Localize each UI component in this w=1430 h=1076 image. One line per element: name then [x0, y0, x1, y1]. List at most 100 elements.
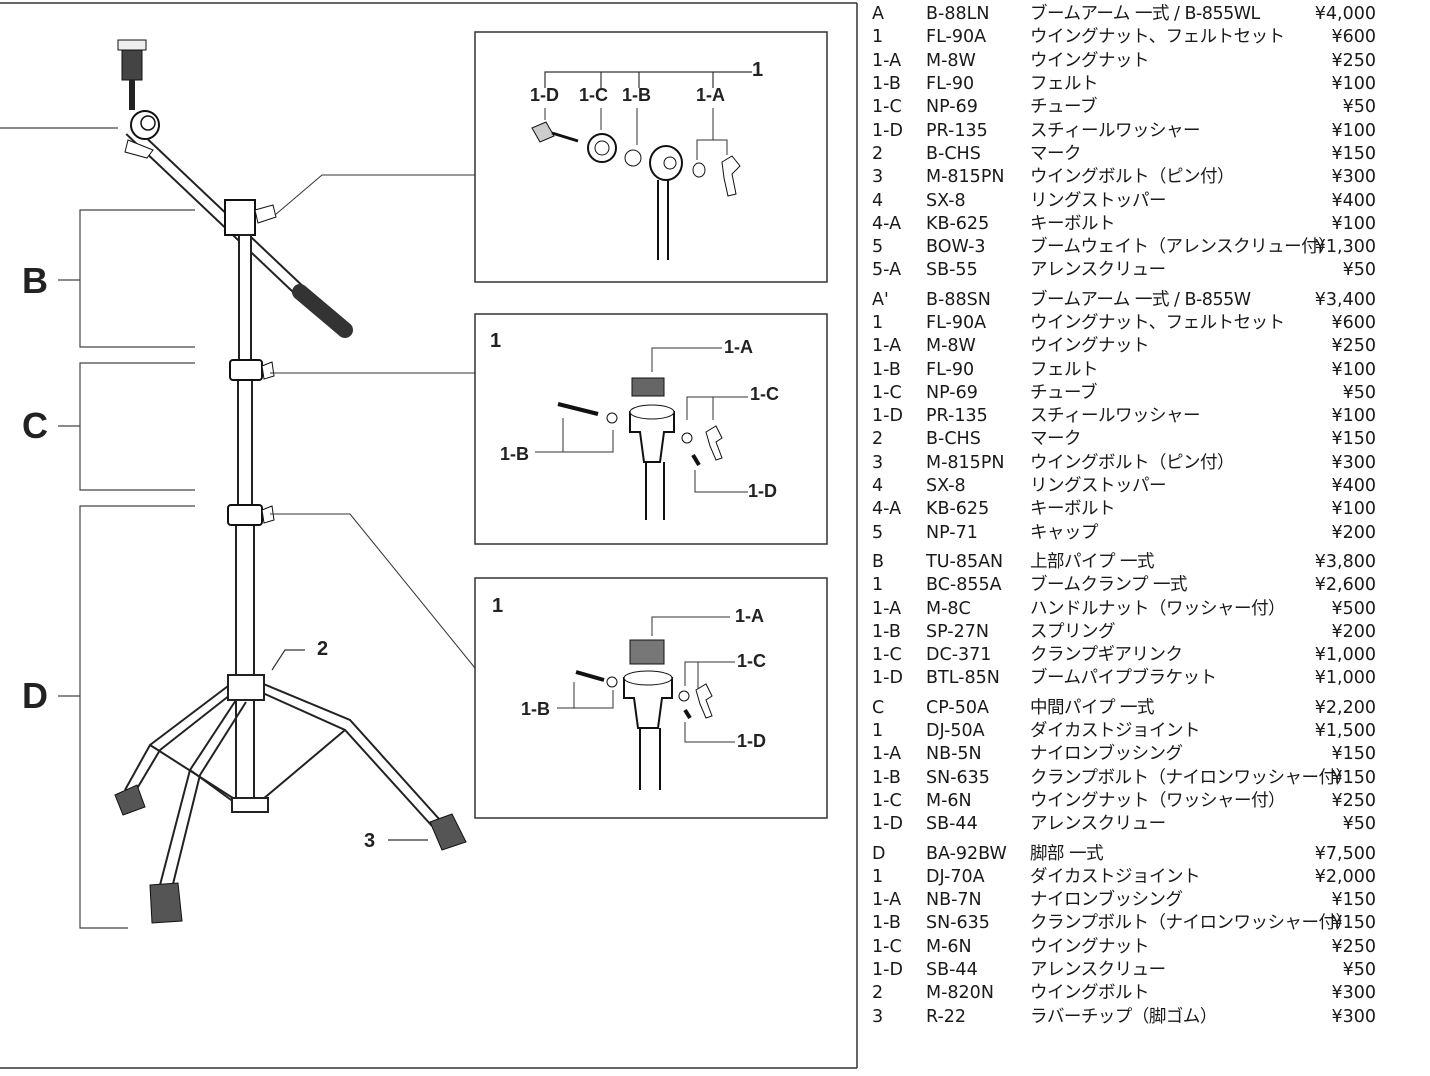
stand-illustration: B C D	[0, 2, 858, 1069]
part-price: ¥1,000	[1314, 645, 1376, 666]
inset-box-mid	[474, 313, 828, 545]
part-code: FL-90	[926, 359, 975, 380]
part-price: ¥300	[1331, 167, 1376, 188]
part-price: ¥150	[1331, 890, 1376, 911]
part-id: 4	[872, 476, 884, 497]
part-id: 1	[872, 866, 884, 887]
part-id: 4-A	[872, 213, 902, 234]
part-id: 2	[872, 429, 884, 450]
part-name: ウイングナット	[1030, 336, 1150, 357]
part-name: マーク	[1030, 429, 1082, 450]
part-price: ¥50	[1342, 960, 1376, 981]
part-id: 3	[872, 452, 884, 473]
part-id: 1-C	[872, 790, 902, 811]
part-price: ¥1,000	[1314, 668, 1376, 689]
inset-top-callout-1b: 1-B	[622, 85, 651, 105]
section-label-c: C	[22, 405, 48, 446]
part-code: BC-855A	[926, 575, 1002, 596]
part-price: ¥150	[1331, 744, 1376, 765]
part-id: 1-C	[872, 97, 902, 118]
part-id: 1-C	[872, 382, 902, 403]
part-name: マーク	[1030, 143, 1082, 164]
part-code: B-88SN	[926, 289, 991, 310]
part-price: ¥3,400	[1314, 289, 1376, 310]
part-id: 1-B	[872, 913, 901, 934]
part-name: ブームアーム 一式 / B-855WL	[1030, 4, 1260, 25]
part-name: スチィールワッシャー	[1030, 406, 1201, 427]
part-id: 1-D	[872, 814, 903, 835]
part-code: SP-27N	[926, 621, 989, 642]
inset-top-callout-main: 1	[752, 59, 763, 81]
part-code: BA-92BW	[926, 843, 1007, 864]
part-price: ¥150	[1331, 143, 1376, 164]
part-code: PR-135	[926, 406, 988, 427]
part-id: 1-A	[872, 890, 902, 911]
part-code: M-815PN	[926, 167, 1005, 188]
part-name: ブームクランプ 一式	[1030, 575, 1188, 596]
inset-top-callout-1a: 1-A	[696, 85, 725, 105]
inset-leaders	[270, 174, 476, 669]
part-price: ¥400	[1331, 476, 1376, 497]
part-price: ¥4,000	[1314, 4, 1376, 25]
stand-tubes	[227, 234, 275, 811]
part-name: ラバーチップ（脚ゴム）	[1030, 1006, 1217, 1027]
callout-2: 2	[317, 638, 328, 660]
part-name: キーボルト	[1030, 213, 1116, 234]
part-id: D	[872, 843, 886, 864]
part-id: 2	[872, 143, 884, 164]
part-name: スプリング	[1030, 621, 1116, 642]
part-price: ¥100	[1331, 359, 1376, 380]
part-name: ナイロンブッシング	[1030, 890, 1183, 911]
part-price: ¥300	[1331, 1006, 1376, 1027]
part-price: ¥100	[1331, 120, 1376, 141]
part-price: ¥300	[1331, 452, 1376, 473]
inset-box-top	[474, 31, 828, 283]
part-price: ¥400	[1331, 190, 1376, 211]
part-code: SN-635	[926, 913, 990, 934]
part-code: R-22	[926, 1006, 967, 1027]
part-id: 5-A	[872, 260, 902, 281]
part-code: B-CHS	[926, 143, 981, 164]
part-code: PR-135	[926, 120, 988, 141]
part-name: キーボルト	[1030, 499, 1116, 520]
part-name: ブームウェイト（アレンスクリュー付）	[1030, 237, 1336, 258]
part-name: ナイロンブッシング	[1030, 744, 1183, 765]
part-name: キャップ	[1030, 522, 1099, 543]
part-code: M-815PN	[926, 452, 1005, 473]
part-id: 5	[872, 522, 884, 543]
part-price: ¥150	[1331, 767, 1376, 788]
part-price: ¥50	[1342, 382, 1376, 403]
part-id: 2	[872, 983, 884, 1004]
part-id: 1-D	[872, 406, 903, 427]
part-id: 4	[872, 190, 884, 211]
part-price: ¥250	[1331, 936, 1376, 957]
part-price: ¥100	[1331, 74, 1376, 95]
part-code: FL-90A	[926, 27, 987, 48]
inset-mid-callout-1d: 1-D	[748, 481, 777, 501]
part-code: NP-71	[926, 522, 978, 543]
inset-bottom-callout-1c: 1-C	[737, 651, 766, 671]
part-price: ¥250	[1331, 50, 1376, 71]
inset-mid-callout-1b: 1-B	[500, 444, 529, 464]
part-id: 1-D	[872, 960, 903, 981]
part-price: ¥100	[1331, 213, 1376, 234]
